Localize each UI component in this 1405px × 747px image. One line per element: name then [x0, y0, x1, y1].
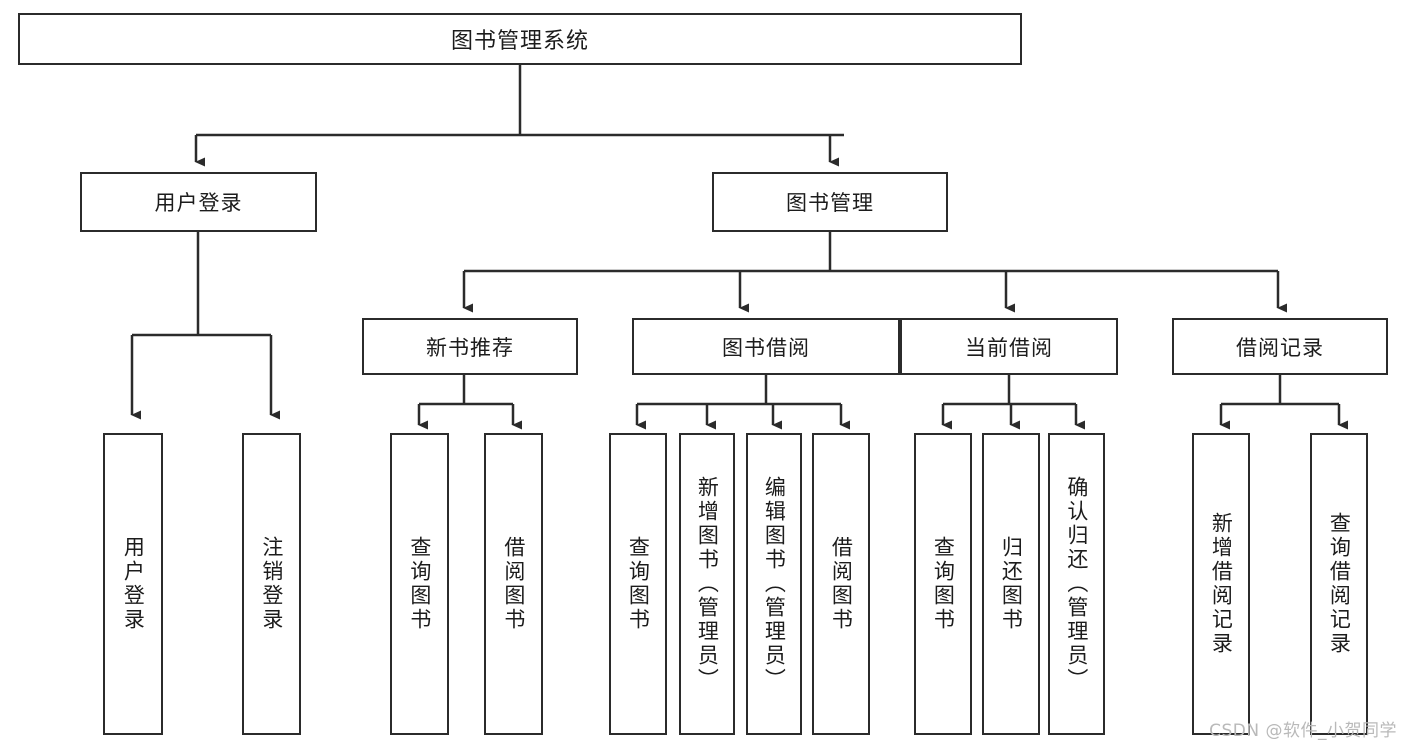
node-root[interactable]: 图书管理系统 — [18, 13, 1022, 65]
leaf-bb-borrow-book-label: 借阅图书 — [829, 536, 854, 632]
node-user-login[interactable]: 用户登录 — [80, 172, 317, 232]
leaf-bb-add-book[interactable]: 新增图书（管理员） — [679, 433, 735, 735]
leaf-logout[interactable]: 注销登录 — [242, 433, 301, 735]
leaf-br-query-record-label: 查询借阅记录 — [1327, 512, 1352, 656]
node-new-book-recommend-label: 新书推荐 — [426, 335, 514, 360]
node-book-management-label: 图书管理 — [786, 191, 874, 215]
node-book-borrow-label: 图书借阅 — [722, 335, 810, 360]
watermark: CSDN @软件_小贺同学 — [1209, 721, 1397, 741]
node-borrow-record[interactable]: 借阅记录 — [1172, 318, 1388, 375]
node-current-borrow[interactable]: 当前借阅 — [900, 318, 1118, 375]
leaf-user-login[interactable]: 用户登录 — [103, 433, 163, 735]
leaf-br-add-record[interactable]: 新增借阅记录 — [1192, 433, 1250, 735]
node-book-borrow[interactable]: 图书借阅 — [632, 318, 900, 375]
leaf-nbr-borrow-book[interactable]: 借阅图书 — [484, 433, 543, 735]
node-book-management[interactable]: 图书管理 — [712, 172, 948, 232]
leaf-nbr-query-book-label: 查询图书 — [407, 536, 432, 632]
leaf-br-query-record[interactable]: 查询借阅记录 — [1310, 433, 1368, 735]
leaf-bb-borrow-book[interactable]: 借阅图书 — [812, 433, 870, 735]
leaf-bb-query-book[interactable]: 查询图书 — [609, 433, 667, 735]
leaf-bb-edit-book[interactable]: 编辑图书（管理员） — [746, 433, 802, 735]
leaf-br-add-record-label: 新增借阅记录 — [1209, 512, 1234, 656]
leaf-bb-edit-book-label: 编辑图书（管理员） — [762, 476, 787, 692]
leaf-bb-query-book-label: 查询图书 — [626, 536, 651, 632]
node-borrow-record-label: 借阅记录 — [1236, 335, 1324, 360]
node-new-book-recommend[interactable]: 新书推荐 — [362, 318, 578, 375]
node-root-label: 图书管理系统 — [450, 29, 589, 54]
leaf-cb-return-book[interactable]: 归还图书 — [982, 433, 1040, 735]
leaf-bb-add-book-label: 新增图书（管理员） — [695, 476, 720, 692]
leaf-cb-return-book-label: 归还图书 — [999, 536, 1024, 632]
leaf-cb-confirm-return-label: 确认归还（管理员） — [1064, 476, 1089, 692]
node-user-login-label: 用户登录 — [154, 191, 243, 215]
leaf-logout-label: 注销登录 — [259, 536, 284, 632]
node-current-borrow-label: 当前借阅 — [965, 335, 1053, 360]
leaf-cb-query-book-label: 查询图书 — [931, 536, 956, 632]
leaf-nbr-borrow-book-label: 借阅图书 — [501, 536, 526, 632]
leaf-nbr-query-book[interactable]: 查询图书 — [390, 433, 449, 735]
leaf-cb-query-book[interactable]: 查询图书 — [914, 433, 972, 735]
leaf-cb-confirm-return[interactable]: 确认归还（管理员） — [1048, 433, 1105, 735]
leaf-user-login-label: 用户登录 — [121, 536, 146, 632]
